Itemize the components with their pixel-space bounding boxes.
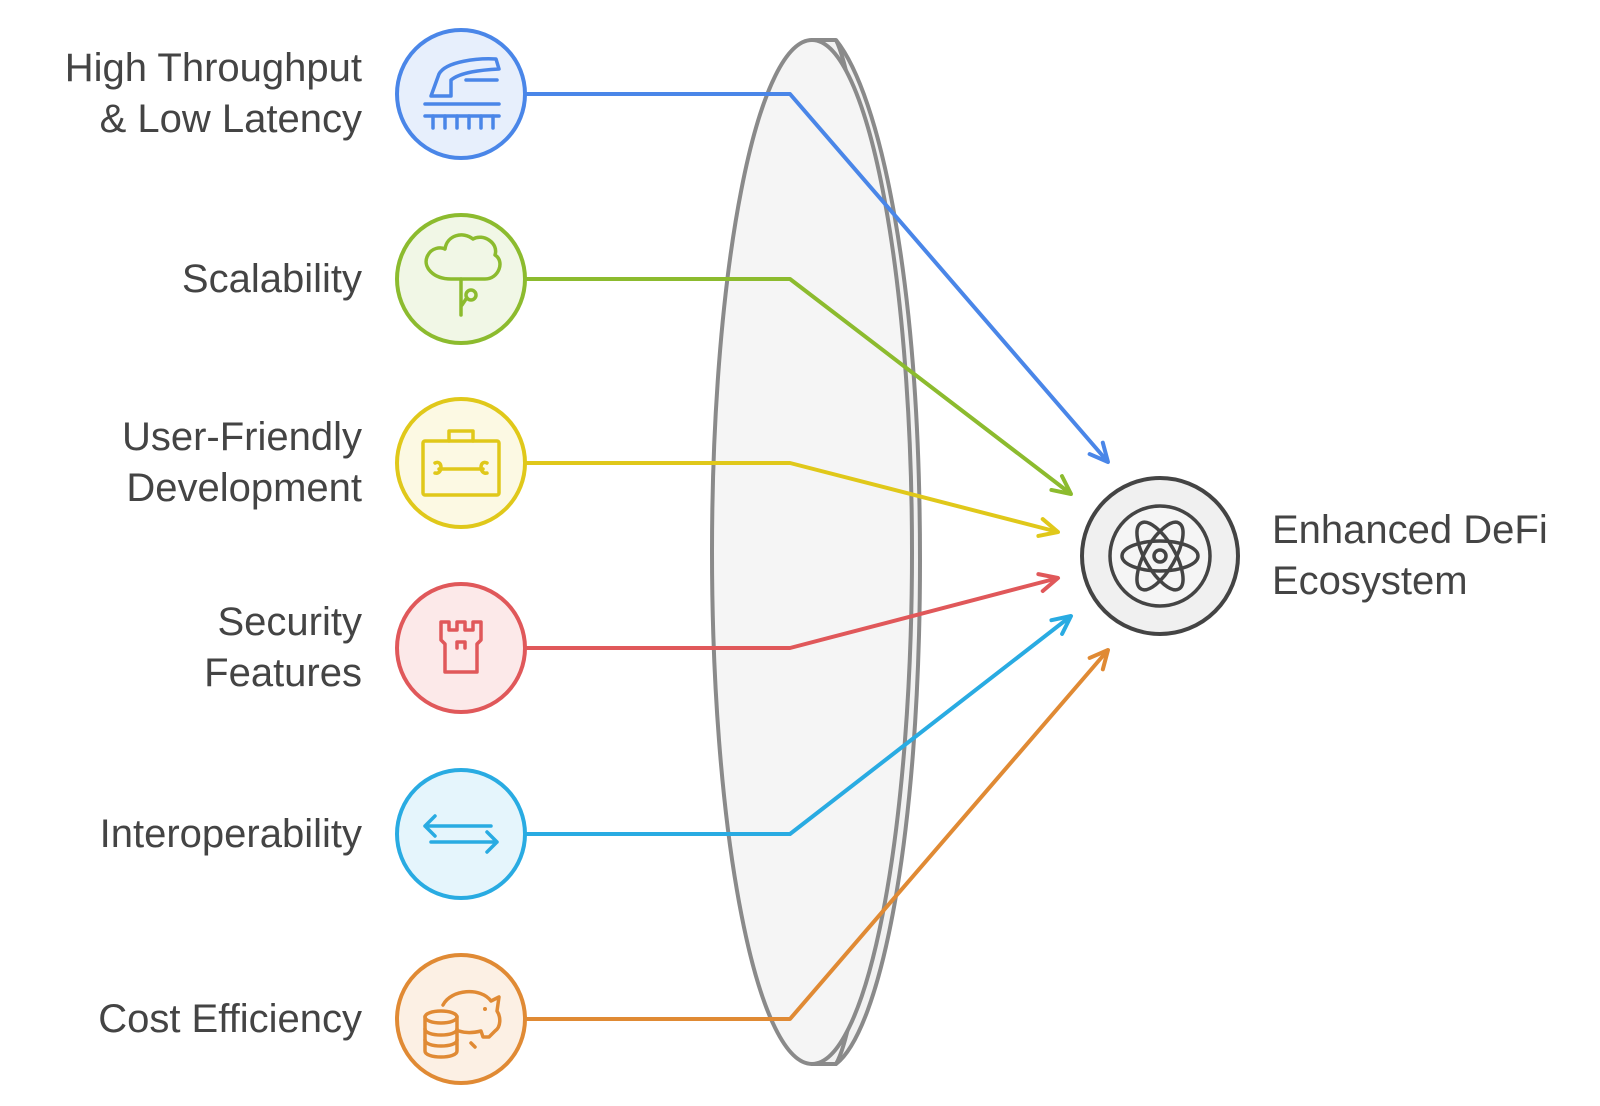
- outcome-node: [1080, 476, 1240, 636]
- atom-icon: [1120, 520, 1200, 592]
- connector-line: [525, 277, 1073, 496]
- factor-node: [395, 397, 527, 529]
- connector-lines: [525, 92, 1110, 1021]
- arrowhead: [1087, 440, 1110, 464]
- arrowhead: [1036, 572, 1060, 593]
- connector-line: [525, 461, 1059, 534]
- factor-node: [395, 28, 527, 160]
- focusing-lens: [710, 38, 922, 1066]
- factor-node-circle: [395, 768, 527, 900]
- arrowhead: [1036, 517, 1060, 538]
- factor-node: [395, 953, 527, 1085]
- connector-line: [525, 576, 1059, 650]
- factor-node: [395, 582, 527, 714]
- factor-label: Interoperability: [99, 811, 362, 856]
- factor-node-circle: [395, 28, 527, 160]
- factor-label: User-Friendly Development: [121, 415, 362, 510]
- arrowhead: [1049, 614, 1073, 636]
- factor-node: [395, 768, 527, 900]
- outcome-label: Enhanced DeFi Ecosystem: [1272, 508, 1548, 603]
- factor-label: Security Features: [204, 600, 362, 695]
- factor-nodes: [395, 28, 527, 1085]
- piggy-bank-coins-icon: [423, 989, 502, 1059]
- factor-node-circle: [395, 582, 527, 714]
- toolbox-icon: [421, 429, 501, 497]
- factor-node-circle: [395, 397, 527, 529]
- arrowhead: [1087, 648, 1110, 672]
- tree-growth-icon: [424, 233, 502, 317]
- connector-line: [525, 92, 1110, 464]
- outcome-inner-circle: [1108, 504, 1212, 608]
- two-way-arrows-icon: [423, 814, 499, 854]
- factor-node-circle: [395, 953, 527, 1085]
- factor-node: [395, 213, 527, 345]
- factor-label: Scalability: [181, 256, 362, 301]
- connector-line: [525, 648, 1110, 1021]
- arrowhead: [1049, 474, 1073, 496]
- connector-line: [525, 614, 1073, 836]
- factor-label: Cost Efficiency: [98, 996, 362, 1041]
- factor-label: High Throughput & Low Latency: [64, 46, 362, 141]
- high-speed-train-icon: [423, 57, 501, 130]
- castle-tower-icon: [439, 620, 483, 674]
